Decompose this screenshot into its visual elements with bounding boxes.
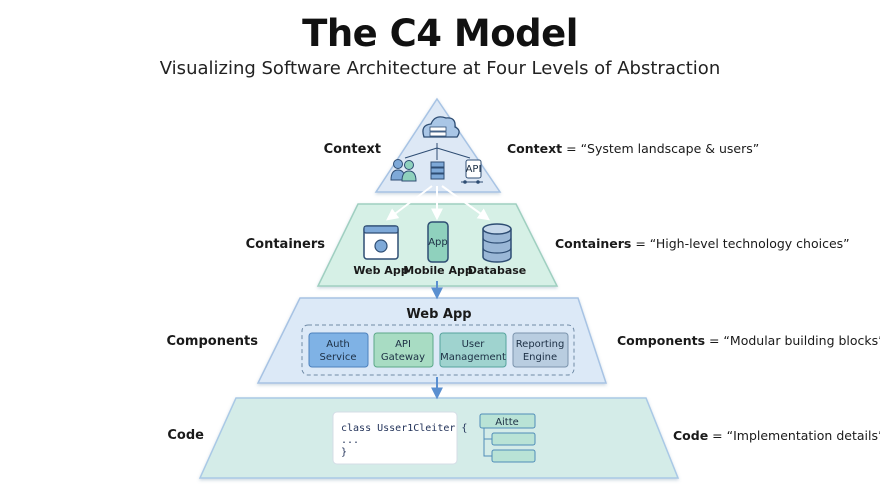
desc-context: Context = “System landscape & users” xyxy=(507,141,759,156)
svg-text:Service: Service xyxy=(320,352,357,363)
component-auth-service: Auth Service xyxy=(308,332,369,368)
database-icon xyxy=(482,223,512,263)
api-document-icon: API xyxy=(461,159,483,184)
uml-class-label: Aitte xyxy=(495,417,519,428)
svg-text:API: API xyxy=(395,339,411,350)
component-user-management: User Management xyxy=(439,332,507,368)
desc-containers: Containers = “High-level technology choi… xyxy=(555,236,850,251)
level-label-context: Context xyxy=(324,142,381,157)
context-to-webapp-arrow xyxy=(386,185,433,221)
page-title: The C4 Model xyxy=(302,12,578,55)
server-stack-icon xyxy=(430,161,445,180)
level-containers: Web App App Mobile App Database xyxy=(316,203,559,300)
component-api-gateway: API Gateway xyxy=(373,332,434,368)
code-snippet-card xyxy=(332,411,458,465)
phone-app-label: App xyxy=(428,237,448,248)
users-icon xyxy=(390,159,417,182)
level-code: class Usser1Cleiter { ... } Aitte xyxy=(198,397,680,479)
level-components: Web App Auth Service API Gateway User Ma… xyxy=(256,297,608,400)
svg-text:User: User xyxy=(462,339,486,350)
mobile-app-icon: App xyxy=(427,221,449,263)
svg-text:Reporting: Reporting xyxy=(516,339,565,350)
web-app-group-label: Web App xyxy=(406,307,471,322)
code-line-2: ... xyxy=(341,435,359,446)
level-context: API xyxy=(374,97,502,221)
level-label-code: Code xyxy=(167,428,204,443)
database-container-label: Database xyxy=(468,264,527,277)
web-app-boundary xyxy=(301,324,575,376)
svg-text:Management: Management xyxy=(440,352,506,363)
web-app-container-label: Web App xyxy=(353,264,408,277)
web-app-icon xyxy=(363,225,399,260)
svg-text:Auth: Auth xyxy=(326,339,349,350)
code-line-1: class Usser1Cleiter { xyxy=(341,423,467,434)
api-doc-label: API xyxy=(466,164,482,175)
context-to-database-arrow xyxy=(441,185,490,221)
mobile-app-container-label: Mobile App xyxy=(403,264,473,277)
component-reporting-engine: Reporting Engine xyxy=(512,332,569,368)
desc-code: Code = “Implementation details” xyxy=(673,428,880,443)
desc-components: Components = “Modular building blocks” xyxy=(617,333,880,348)
page-subtitle: Visualizing Software Architecture at Fou… xyxy=(159,58,721,79)
svg-text:Gateway: Gateway xyxy=(381,352,425,363)
cloud-server-icon xyxy=(422,116,460,138)
level-label-components: Components xyxy=(166,334,258,349)
code-line-3: } xyxy=(341,447,347,458)
level-label-containers: Containers xyxy=(246,237,326,252)
svg-text:Engine: Engine xyxy=(523,352,557,363)
uml-class-diagram-icon: Aitte xyxy=(479,413,536,463)
